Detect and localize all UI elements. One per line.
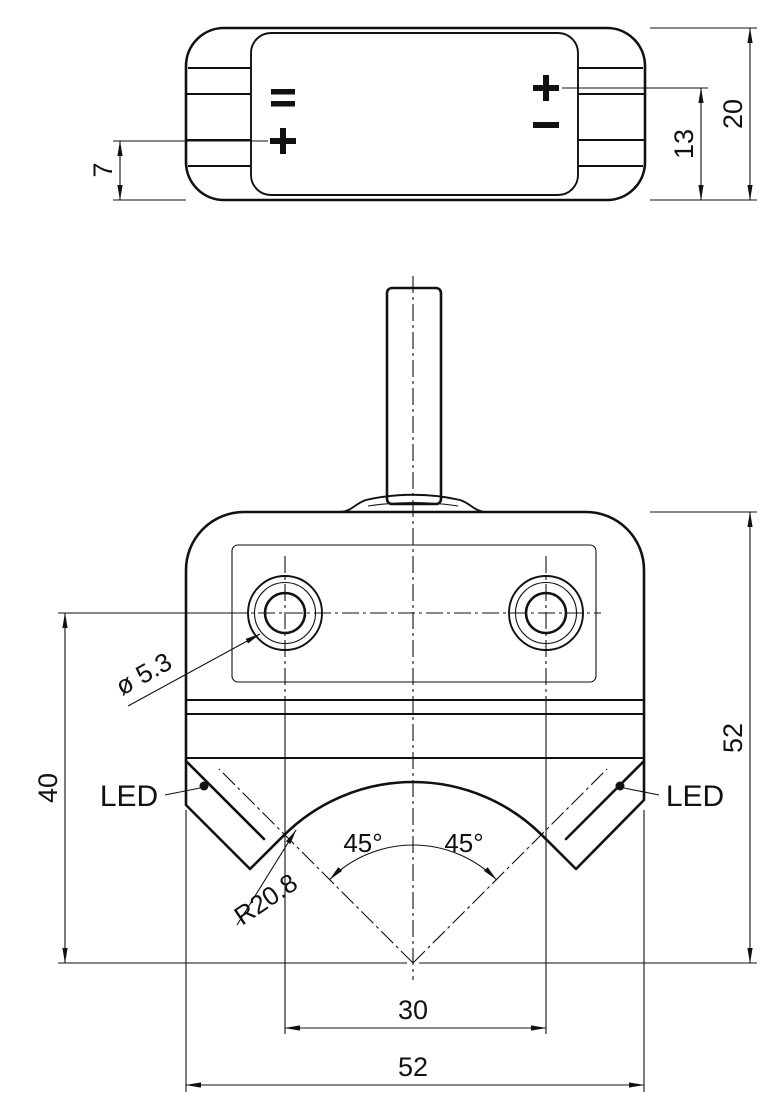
led-dot-left — [199, 781, 209, 791]
cable-gland-detail — [367, 501, 459, 507]
notch-radius-label: R20.8 — [229, 867, 303, 931]
equals-symbol — [271, 89, 295, 107]
dim-top-height: 20 — [650, 27, 757, 201]
angled-face-edge-right — [564, 759, 646, 841]
dim-hole-to-vertex-label: 40 — [33, 773, 63, 803]
hole-diameter-leader — [127, 633, 261, 707]
dim-hole-spacing: 30 — [284, 995, 547, 1031]
diagonal-45-right — [412, 768, 608, 964]
cable — [385, 286, 443, 506]
dim-plus-left-label: 7 — [88, 162, 118, 177]
angle-arc-left — [329, 844, 414, 880]
dim-total-width-label: 52 — [398, 1052, 428, 1082]
top-view-grooves-right — [578, 67, 644, 167]
plus-symbol-right — [533, 75, 559, 101]
led-dot-right — [615, 781, 625, 791]
angle-right-label: 45° — [444, 828, 483, 858]
dim-hole-spacing-label: 30 — [398, 995, 428, 1025]
dim-plus-right-label: 13 — [669, 129, 699, 159]
front-view: 45° 45° LED LED ø 5.3 R20.8 40 52 — [33, 276, 757, 1092]
top-view: 20 13 7 — [88, 26, 757, 202]
angled-face-edge-left — [184, 759, 266, 841]
dim-total-width: 52 — [185, 810, 645, 1092]
dim-total-height: 52 — [419, 511, 757, 964]
plus-symbol-left — [270, 128, 296, 154]
led-left-label: LED — [100, 780, 158, 813]
top-view-grooves-left — [187, 67, 251, 167]
top-view-outer-contour — [184, 26, 647, 202]
minus-symbol-right — [533, 122, 559, 128]
led-right-label: LED — [666, 780, 724, 813]
angle-arc-right — [412, 844, 497, 880]
hole-diameter-label: ø 5.3 — [110, 646, 176, 701]
dim-plus-left: 7 — [88, 140, 268, 201]
body-outline — [184, 510, 646, 871]
angle-left-label: 45° — [343, 828, 382, 858]
dim-plus-right: 13 — [562, 87, 708, 201]
diagonal-45-left — [218, 768, 414, 964]
dim-top-height-label: 20 — [718, 99, 748, 129]
led-leader-left — [164, 787, 201, 796]
dim-total-height-label: 52 — [718, 723, 748, 753]
cable-gland — [340, 493, 486, 513]
notch-radius-leader — [236, 829, 297, 926]
top-view-inner-face — [250, 32, 579, 196]
dim-hole-to-vertex: 40 — [33, 612, 407, 964]
led-leader-right — [623, 787, 660, 796]
